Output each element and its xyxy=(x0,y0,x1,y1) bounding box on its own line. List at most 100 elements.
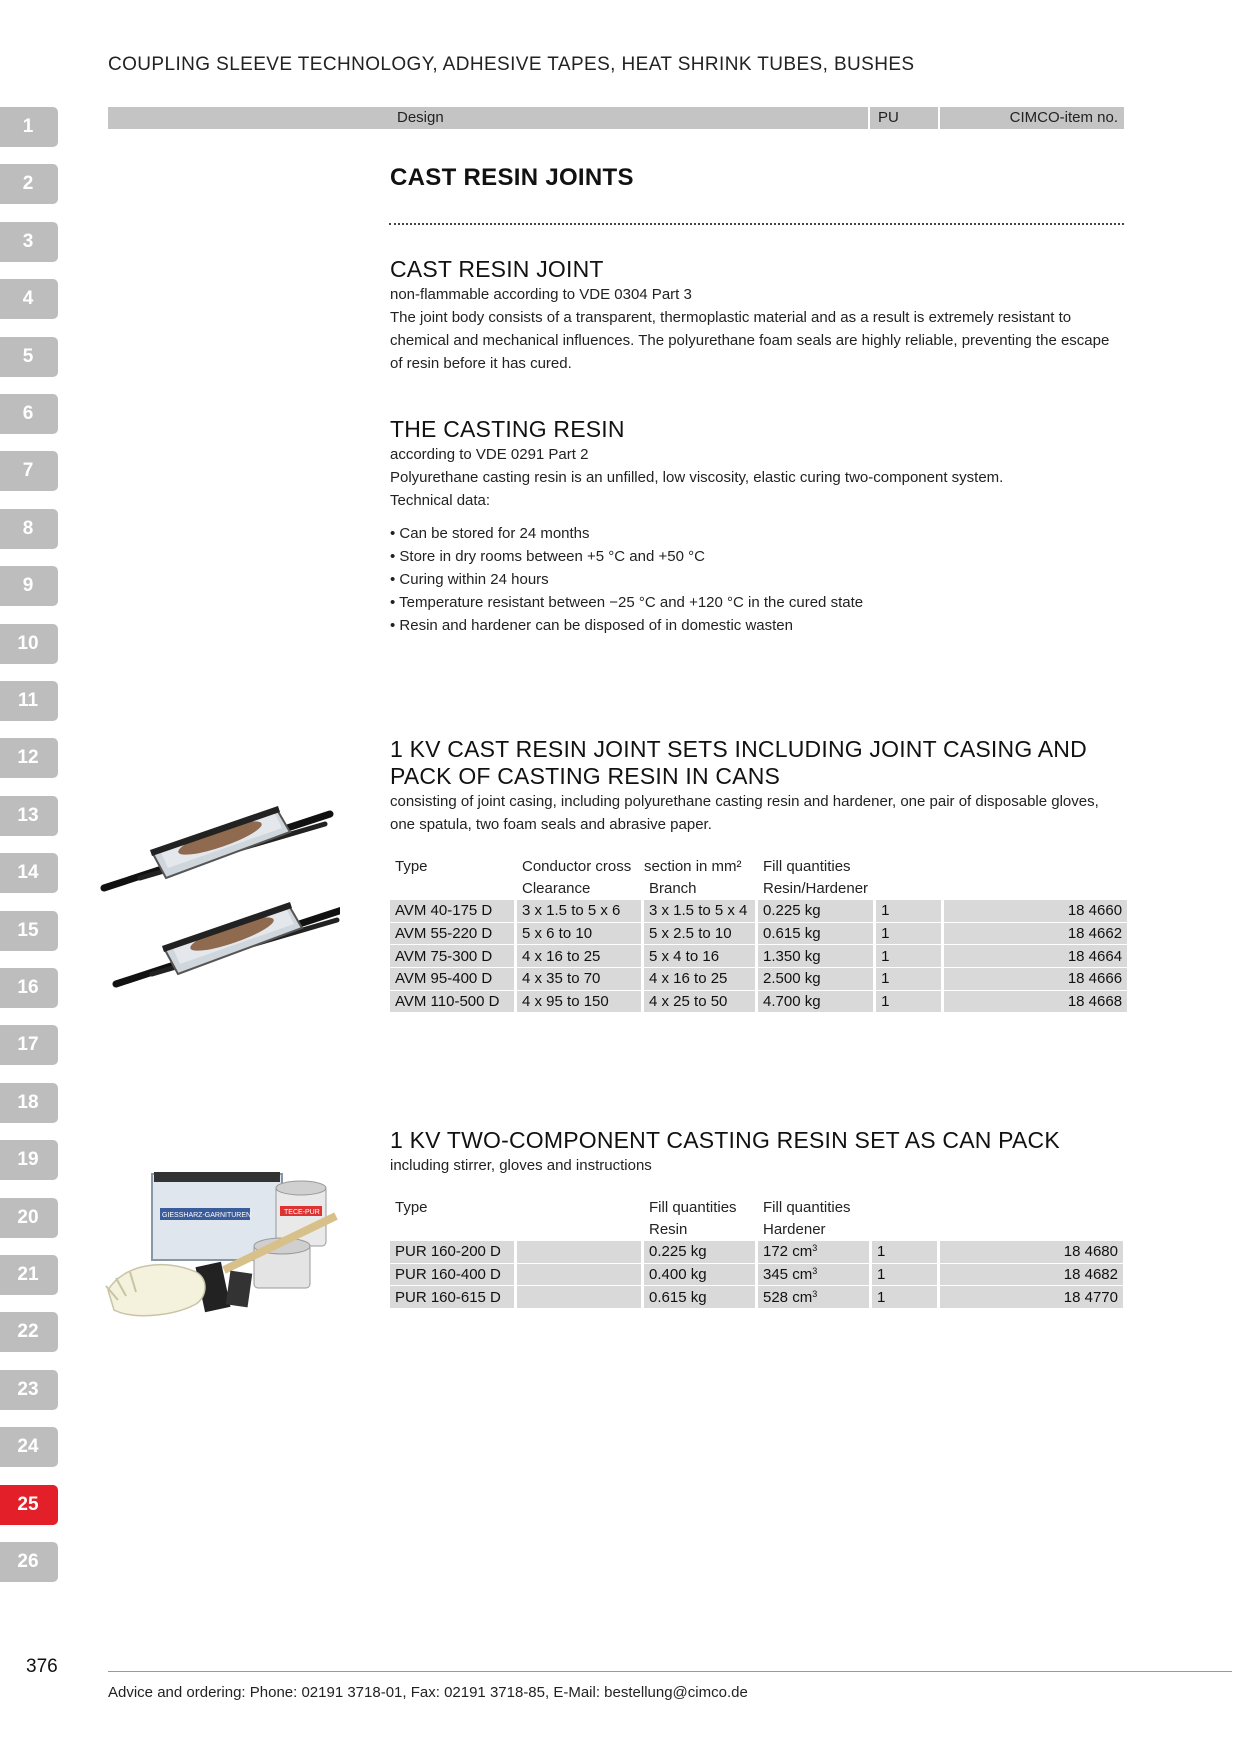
cell-item: 18 4680 xyxy=(940,1241,1123,1264)
header-fill: Fill quantities xyxy=(763,857,851,875)
column-header-pu: PU xyxy=(870,107,938,129)
cell-pu: 1 xyxy=(876,990,942,1014)
column-header-item-no: CIMCO-item no. xyxy=(940,107,1124,129)
chapter-tab-19[interactable]: 19 xyxy=(0,1140,58,1181)
resin-set-table: Type Fill quantities Fill quantities Res… xyxy=(387,1196,1126,1309)
cell-type: AVM 95-400 D xyxy=(390,967,514,991)
chapter-tab-11[interactable]: 11 xyxy=(0,681,58,721)
resin-set-product-image: GIESSHARZ-GARNITUREN TECE-PUR xyxy=(105,1172,338,1317)
section-title: THE CASTING RESIN xyxy=(390,416,625,442)
section-title: CAST RESIN JOINT xyxy=(390,256,604,282)
chapter-tab-23[interactable]: 23 xyxy=(0,1369,58,1410)
technical-data-label: Technical data: xyxy=(390,492,491,509)
chapter-tab-3[interactable]: 3 xyxy=(0,221,58,262)
section-joint-sets: 1 KV CAST RESIN JOINT SETS INCLUDING JOI… xyxy=(390,736,1124,836)
cell-pu: 1 xyxy=(872,1241,937,1264)
cell-type: AVM 40-175 D xyxy=(390,900,514,923)
header-section: section in mm² xyxy=(644,857,742,875)
can-label: TECE-PUR xyxy=(284,1209,320,1216)
chapter-tab-26[interactable]: 26 xyxy=(0,1542,58,1582)
cell-hardener: 528 cm3 xyxy=(758,1286,869,1309)
cell-item: 18 4682 xyxy=(940,1263,1123,1287)
cell-empty xyxy=(517,1263,641,1287)
section-title: 1 KV TWO-COMPONENT CASTING RESIN SET AS … xyxy=(390,1127,1060,1153)
section-subtitle: non-flammable according to VDE 0304 Part… xyxy=(390,286,692,303)
cell-type: AVM 75-300 D xyxy=(390,945,514,968)
chapter-tab-12[interactable]: 12 xyxy=(0,738,58,779)
cell-fill: 1.350 kg xyxy=(758,945,874,968)
chapter-tab-4[interactable]: 4 xyxy=(0,279,58,320)
cell-clearance: 3 x 1.5 to 5 x 6 xyxy=(517,900,641,923)
dotted-divider xyxy=(389,223,1124,225)
section-title-line-2: PACK OF CASTING RESIN IN CANS xyxy=(390,763,781,789)
chapter-tab-21[interactable]: 21 xyxy=(0,1255,58,1295)
cell-item: 18 4666 xyxy=(944,967,1128,991)
bullet-item: • Resin and hardener can be disposed of … xyxy=(390,617,793,634)
cell-resin: 0.400 kg xyxy=(644,1263,755,1287)
cell-fill: 4.700 kg xyxy=(758,990,874,1014)
cell-pu: 1 xyxy=(876,900,942,923)
chapter-tab-10[interactable]: 10 xyxy=(0,623,58,664)
chapter-tab-7[interactable]: 7 xyxy=(0,451,58,492)
chapter-tab-6[interactable]: 6 xyxy=(0,394,58,434)
table-header-row: Type Conductor cross section in mm² Fill… xyxy=(390,855,1127,878)
header-resin-hardener: Resin/Hardener xyxy=(763,880,869,898)
chapter-tab-20[interactable]: 20 xyxy=(0,1197,58,1238)
joint-sets-table: Type Conductor cross section in mm² Fill… xyxy=(387,855,1130,1014)
chapter-tab-17[interactable]: 17 xyxy=(0,1025,58,1066)
joint-casing-image xyxy=(112,902,340,988)
cell-branch: 3 x 1.5 to 5 x 4 xyxy=(644,900,755,923)
cell-pu: 1 xyxy=(876,967,942,991)
section-cast-resin-joint: CAST RESIN JOINT non-flammable according… xyxy=(390,256,1124,375)
chapter-tab-14[interactable]: 14 xyxy=(0,853,58,894)
chapter-tab-8[interactable]: 8 xyxy=(0,508,58,549)
chapter-tab-15[interactable]: 15 xyxy=(0,910,58,951)
cell-fill: 2.500 kg xyxy=(758,967,874,991)
chapter-tab-16[interactable]: 16 xyxy=(0,968,58,1008)
cell-branch: 5 x 2.5 to 10 xyxy=(644,922,755,946)
cell-type: AVM 110-500 D xyxy=(390,990,514,1014)
box-label: GIESSHARZ-GARNITUREN xyxy=(162,1212,251,1219)
page-header-title: COUPLING SLEEVE TECHNOLOGY, ADHESIVE TAP… xyxy=(108,54,915,75)
chapter-tab-1[interactable]: 1 xyxy=(0,107,58,147)
cell-empty xyxy=(517,1241,641,1264)
joint-casing-image xyxy=(100,806,334,892)
bullet-item: • Store in dry rooms between +5 °C and +… xyxy=(390,548,705,565)
header-hardener: Hardener xyxy=(763,1221,826,1239)
cell-pu: 1 xyxy=(876,945,942,968)
chapter-tab-5[interactable]: 5 xyxy=(0,336,58,377)
cell-item: 18 4668 xyxy=(944,990,1128,1014)
cell-item: 18 4770 xyxy=(940,1286,1123,1309)
column-header-design: Design xyxy=(108,107,868,129)
cell-item: 18 4662 xyxy=(944,922,1128,946)
chapter-tab-13[interactable]: 13 xyxy=(0,795,58,836)
bullet-item: • Can be stored for 24 months xyxy=(390,525,590,542)
section-title-line-1: 1 KV CAST RESIN JOINT SETS INCLUDING JOI… xyxy=(390,736,1087,762)
page-title: CAST RESIN JOINTS xyxy=(390,164,634,191)
bullet-item: • Temperature resistant between −25 °C a… xyxy=(390,594,864,611)
cell-pu: 1 xyxy=(872,1263,937,1287)
header-clearance: Clearance xyxy=(522,880,591,898)
cast-resin-joint-product-image xyxy=(100,806,340,988)
cell-pu: 1 xyxy=(876,922,942,946)
chapter-tab-2[interactable]: 2 xyxy=(0,164,58,205)
section-casting-resin: THE CASTING RESIN according to VDE 0291 … xyxy=(390,416,1124,637)
footer-contact: Advice and ordering: Phone: 02191 3718-0… xyxy=(108,1684,748,1701)
chapter-tab-18[interactable]: 18 xyxy=(0,1082,58,1123)
chapter-tab-9[interactable]: 9 xyxy=(0,566,58,607)
footer-divider xyxy=(108,1671,1232,1672)
chapter-tab-25[interactable]: 25 xyxy=(0,1484,58,1525)
chapter-tab-24[interactable]: 24 xyxy=(0,1427,58,1468)
cell-fill: 0.225 kg xyxy=(758,900,874,923)
bullet-item: • Curing within 24 hours xyxy=(390,571,549,588)
cell-branch: 4 x 25 to 50 xyxy=(644,990,755,1014)
cell-clearance: 4 x 16 to 25 xyxy=(517,945,641,968)
cell-resin: 0.615 kg xyxy=(644,1286,755,1309)
chapter-tab-22[interactable]: 22 xyxy=(0,1312,58,1353)
header-branch: Branch xyxy=(649,880,697,898)
